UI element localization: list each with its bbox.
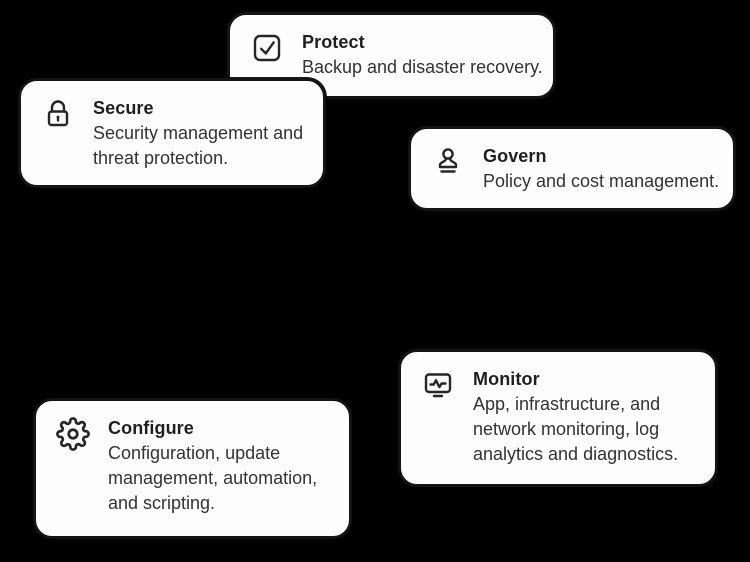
card-description: Security management and threat protectio… <box>93 123 304 168</box>
card-title: Secure <box>93 98 154 118</box>
stamp-icon <box>431 145 465 179</box>
card-title: Configure <box>108 418 194 438</box>
card-description: Configuration, update management, automa… <box>108 443 318 513</box>
checkbox-check-icon <box>250 31 284 65</box>
card-text: Secure Security management and threat pr… <box>93 96 305 171</box>
card-text: Monitor App, infrastructure, and network… <box>473 367 687 467</box>
card-description: App, infrastructure, and network monitor… <box>473 394 679 464</box>
card-text: Configure Configuration, update manageme… <box>108 416 332 516</box>
lock-icon <box>41 97 75 131</box>
card-description: Backup and disaster recovery. <box>302 57 543 77</box>
gear-icon <box>56 417 90 451</box>
card-text: Govern Policy and cost management. <box>483 144 719 194</box>
card-title: Protect <box>302 32 365 52</box>
card-text: Protect Backup and disaster recovery. <box>302 30 543 80</box>
monitor-pulse-icon <box>421 368 455 402</box>
card-monitor: Monitor App, infrastructure, and network… <box>398 349 718 487</box>
card-title: Govern <box>483 146 547 166</box>
card-secure: Secure Security management and threat pr… <box>18 78 326 188</box>
card-description: Policy and cost management. <box>483 171 720 191</box>
card-govern: Govern Policy and cost management. <box>408 126 736 211</box>
card-configure: Configure Configuration, update manageme… <box>33 398 352 539</box>
card-title: Monitor <box>473 369 540 389</box>
